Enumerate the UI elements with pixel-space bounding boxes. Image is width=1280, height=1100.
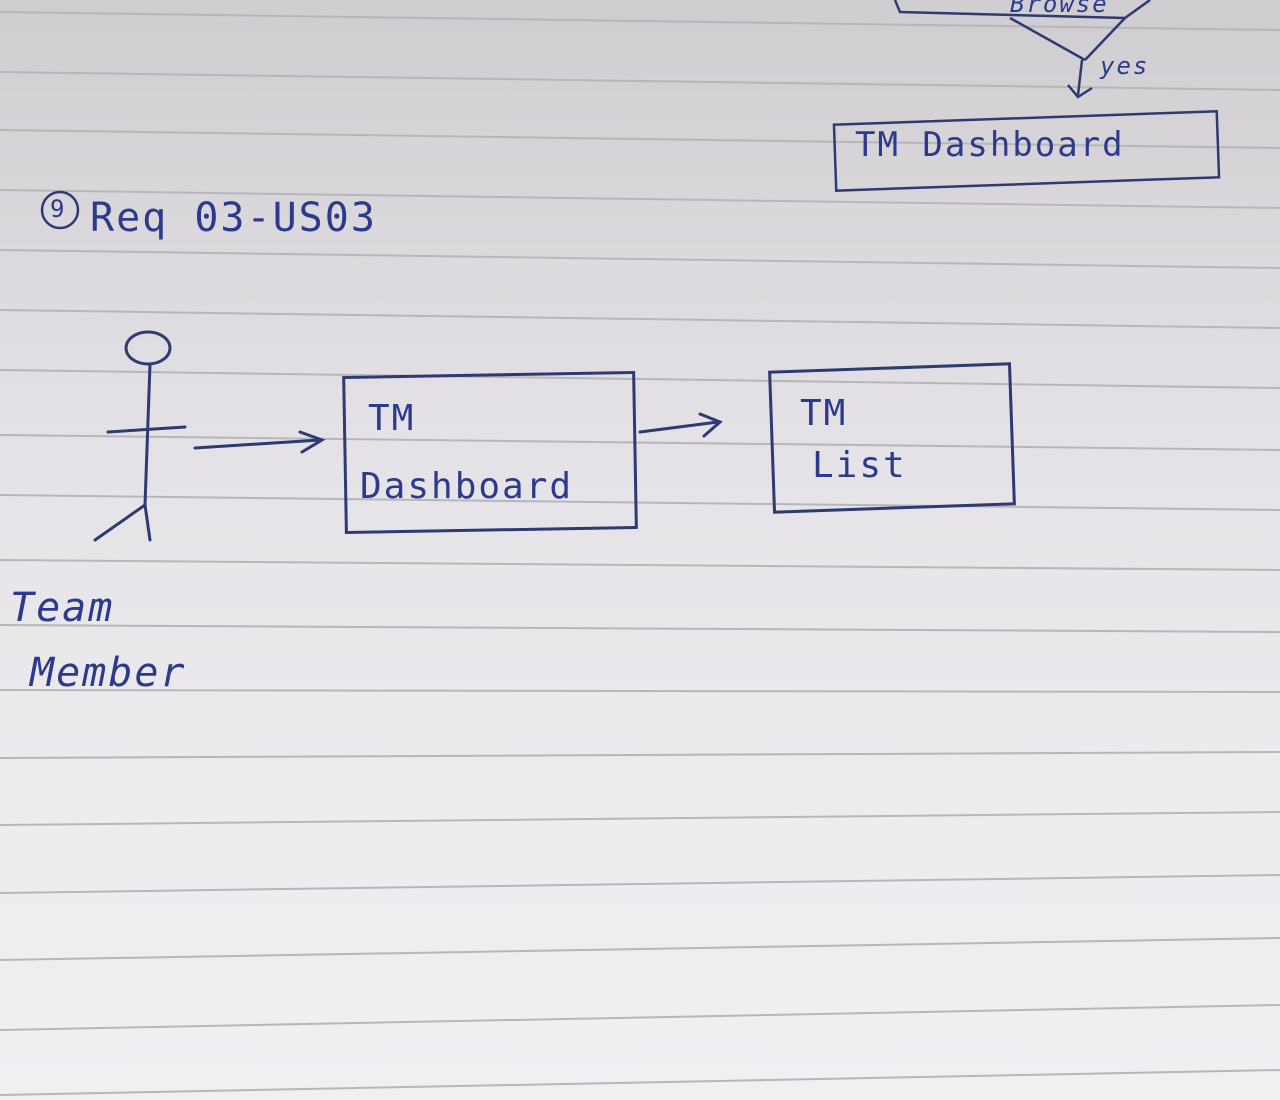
list-box-line1: TM bbox=[800, 393, 848, 434]
list-box-line2: List bbox=[812, 445, 907, 486]
step-number: 9 bbox=[50, 195, 67, 223]
top-decision-fragment bbox=[893, 0, 1151, 99]
top-dashboard-box bbox=[832, 110, 1221, 192]
arrow-dashboard-to-list bbox=[638, 412, 723, 438]
ruled-lines bbox=[0, 11, 1280, 1096]
actor-stick-figure bbox=[93, 330, 187, 542]
actor-name-line2: Member bbox=[30, 650, 187, 696]
dashboard-box-line2: Dashboard bbox=[360, 466, 574, 507]
dashboard-box-line1: TM bbox=[368, 398, 416, 439]
actor-name-line1: Team bbox=[10, 585, 115, 631]
branch-label-yes: yes bbox=[1100, 52, 1150, 80]
requirement-title: Req 03-US03 bbox=[90, 195, 377, 241]
step-number-circle bbox=[40, 190, 80, 230]
top-dashboard-label: TM Dashboard bbox=[855, 125, 1125, 165]
arrow-actor-to-dashboard bbox=[193, 430, 326, 454]
tm-list-box bbox=[768, 362, 1016, 514]
decision-label: Browse bbox=[1010, 0, 1109, 18]
tm-dashboard-box bbox=[342, 370, 638, 535]
